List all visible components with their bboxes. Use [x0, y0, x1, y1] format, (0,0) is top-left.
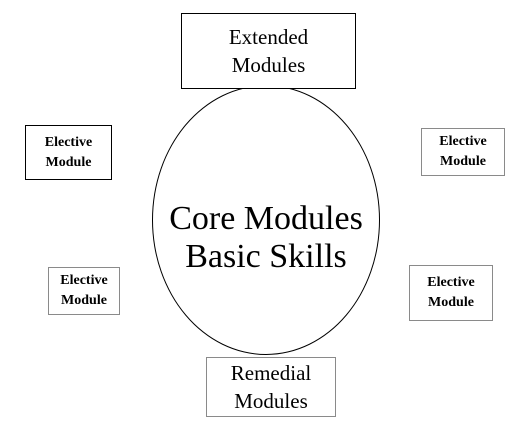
elective-module-box-top-right: Elective Module: [421, 128, 505, 176]
elective-module-box-bottom-right: Elective Module: [409, 265, 493, 321]
elective-module-line1: Elective: [44, 134, 93, 150]
elective-module-line2: Module: [440, 154, 486, 169]
elective-module-line1: Elective: [60, 273, 108, 288]
extended-modules-line1: Extended: [228, 25, 309, 49]
elective-module-line1: Elective: [439, 134, 487, 149]
remedial-modules-line1: Remedial: [230, 361, 312, 385]
elective-module-line1: Elective: [427, 275, 475, 290]
remedial-modules-box: Remedial Modules: [206, 357, 336, 417]
elective-module-box-top-left: Elective Module: [25, 125, 112, 180]
core-modules-label: Core Modules Basic Skills: [152, 200, 380, 276]
extended-modules-box: Extended Modules: [181, 13, 356, 89]
core-modules-ellipse: [152, 85, 380, 355]
remedial-modules-line2: Modules: [234, 389, 308, 413]
elective-module-box-bottom-left: Elective Module: [48, 267, 120, 315]
core-modules-line2: Basic Skills: [185, 238, 347, 275]
extended-modules-line2: Modules: [231, 53, 306, 77]
elective-module-line2: Module: [428, 295, 474, 310]
elective-module-line2: Module: [61, 293, 107, 308]
elective-module-line2: Module: [45, 154, 92, 170]
core-modules-line1: Core Modules: [169, 200, 363, 237]
